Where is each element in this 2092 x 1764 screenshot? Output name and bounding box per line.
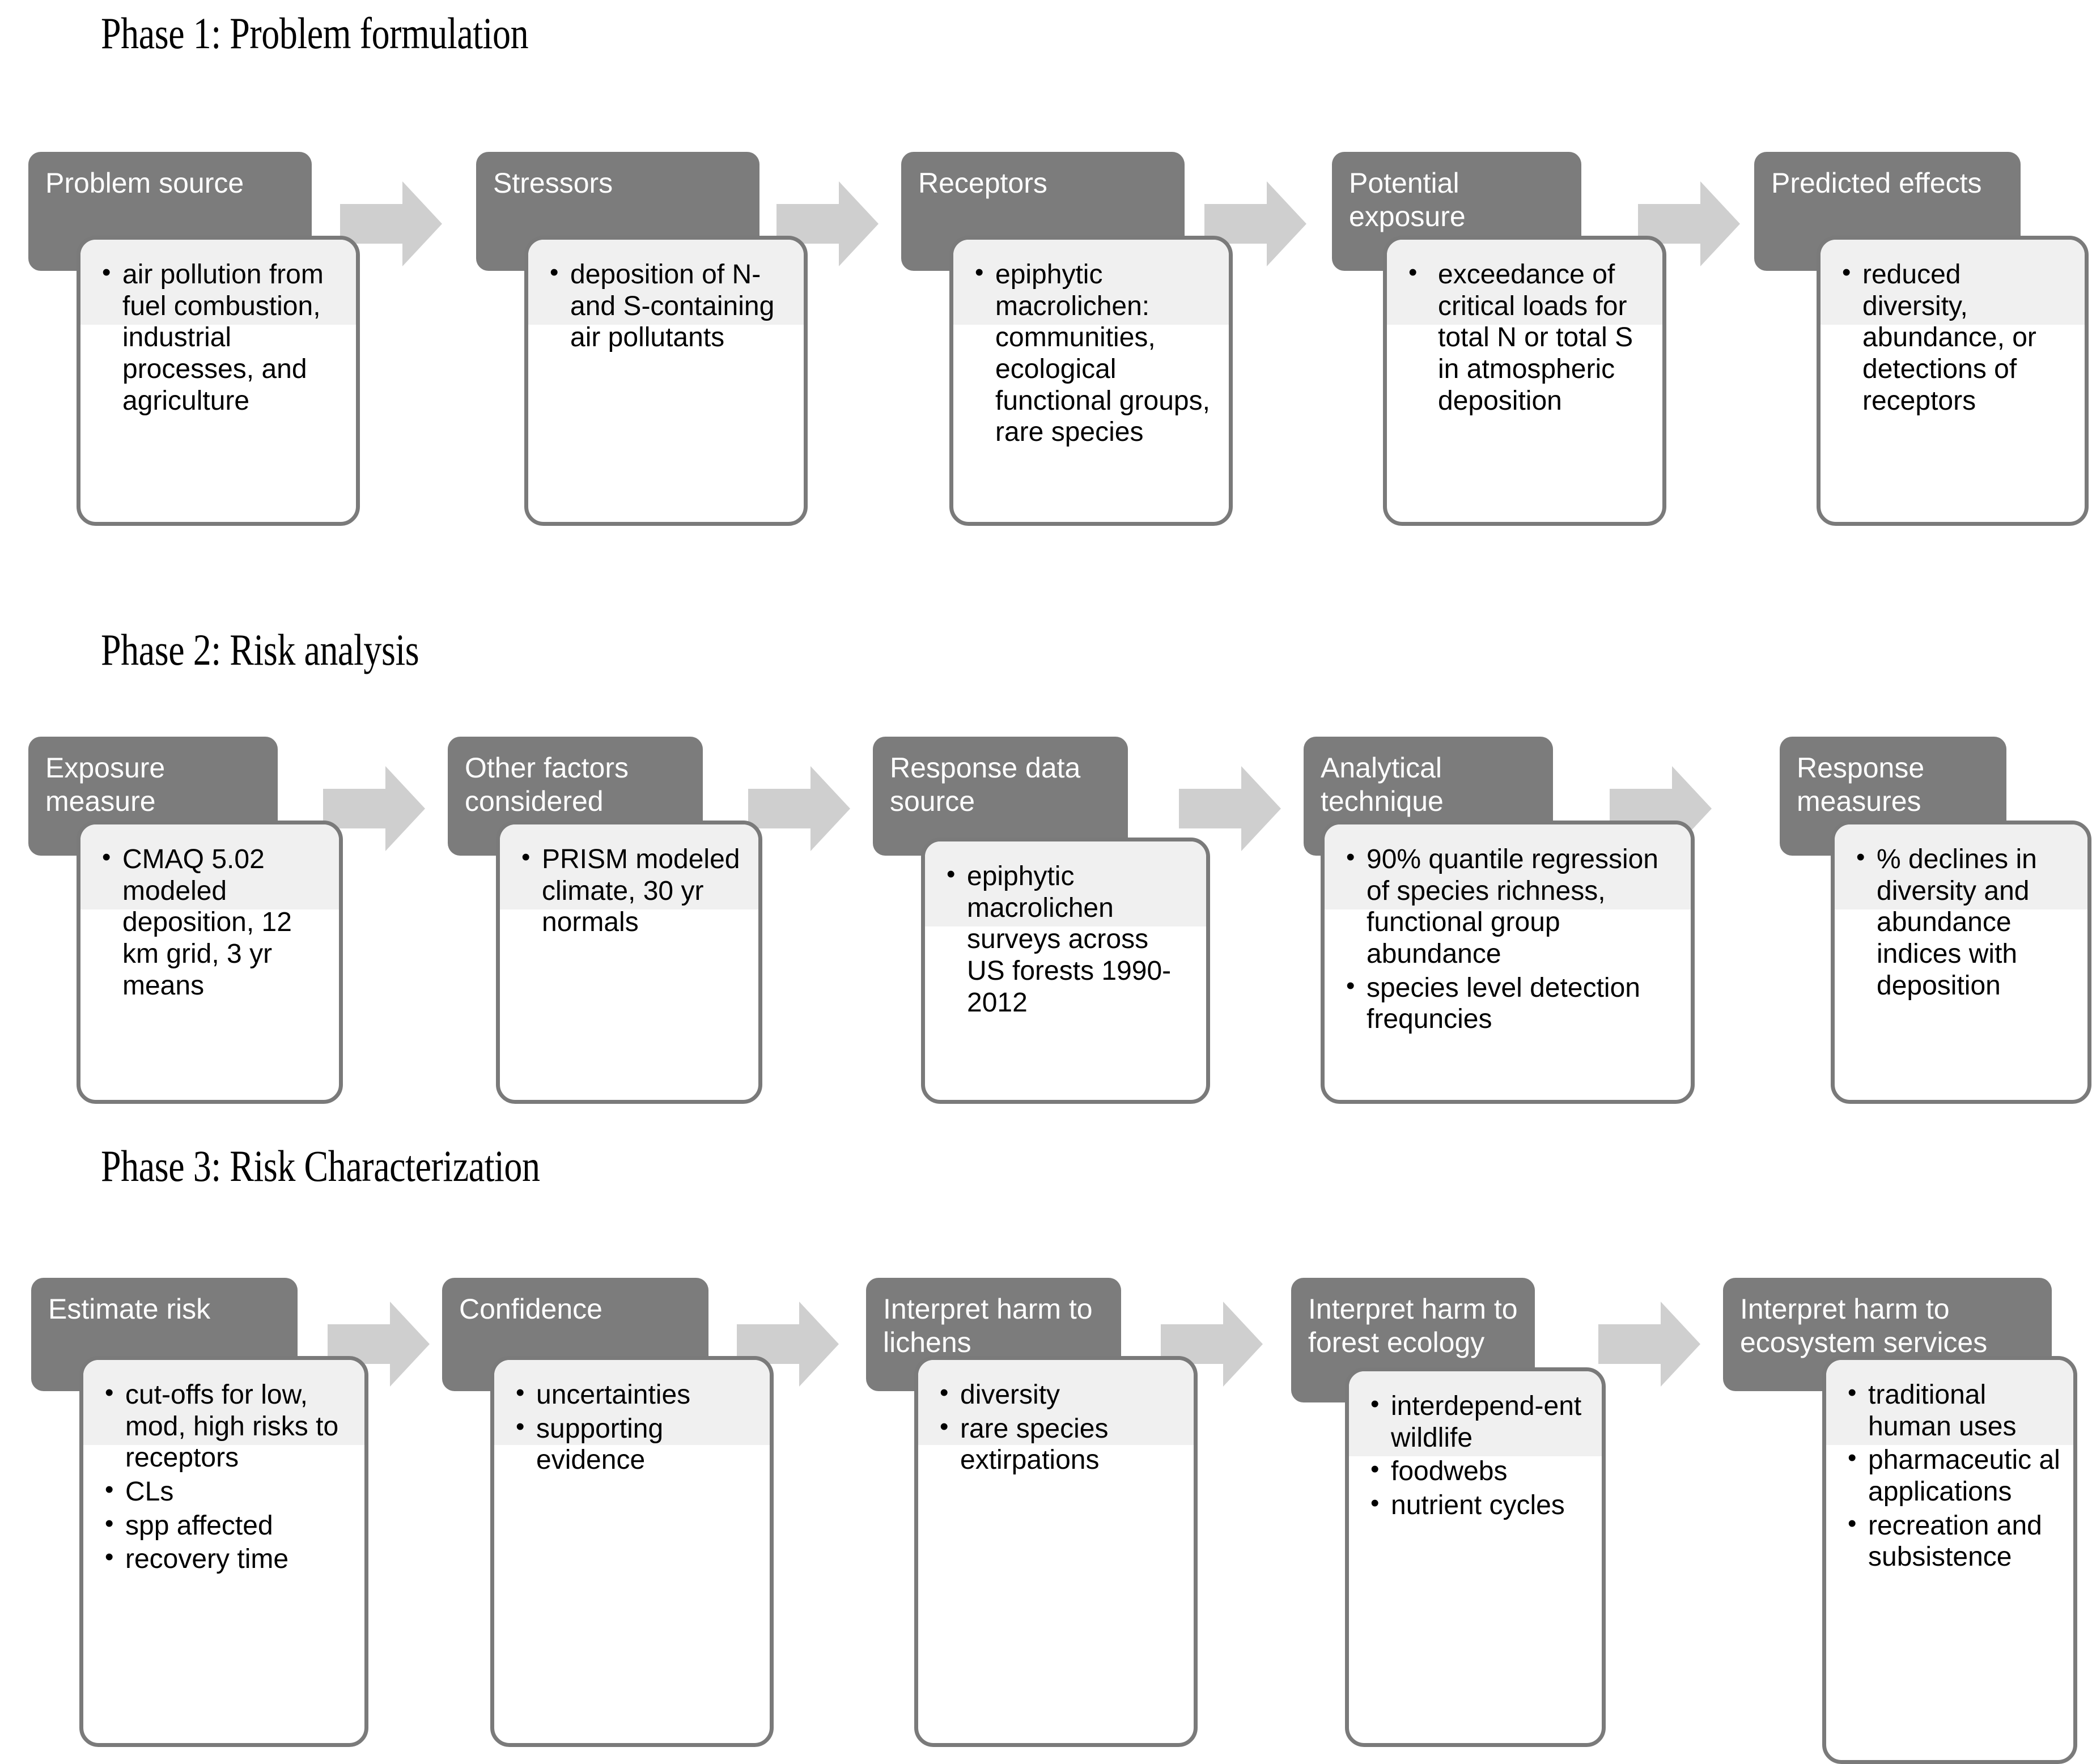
step-header-label: Exposure measure (45, 752, 166, 817)
arrow-icon (323, 766, 425, 851)
list-item: rare species extirpations (937, 1412, 1181, 1476)
bullet-list: cut-offs for low, mod, high risks to rec… (83, 1360, 364, 1589)
bullet-list: traditional human uses pharmaceutic al a… (1826, 1360, 2073, 1587)
list-item: species level detection frequncies (1344, 971, 1678, 1035)
step-header-label: Response data source (890, 752, 1081, 817)
step-body-exposure-measure: CMAQ 5.02 modeled deposition, 12 km grid… (77, 821, 343, 1104)
step-body-predicted-effects: reduced diversity, abundance, or detecti… (1817, 236, 2089, 526)
step-body-response-measures: % declines in diversity and abundance in… (1831, 821, 2091, 1104)
step-body-stressors: deposition of N- and S-containing air po… (524, 236, 808, 526)
list-item: interdepend-ent wildlife (1368, 1389, 1589, 1453)
list-item: diversity (937, 1378, 1181, 1411)
phase-1-title: Phase 1: Problem formulation (101, 8, 529, 58)
list-item: CMAQ 5.02 modeled deposition, 12 km grid… (100, 843, 326, 1001)
step-header-label: Interpret harm to ecosystem services (1740, 1293, 1988, 1358)
list-item: nutrient cycles (1368, 1489, 1589, 1521)
arrow-icon (1204, 181, 1306, 266)
step-header-label: Problem source (45, 167, 244, 199)
list-item: reduced diversity, abundance, or detecti… (1840, 258, 2072, 416)
bullet-list: interdepend-ent wildlife foodwebs nutrie… (1349, 1371, 1602, 1535)
step-header-label: Predicted effects (1771, 167, 1982, 199)
list-item: traditional human uses (1845, 1378, 2061, 1442)
bullet-list: epiphytic macrolichen: communities, ecol… (953, 240, 1229, 462)
bullet-list: deposition of N- and S-containing air po… (528, 240, 804, 367)
step-header-label: Estimate risk (48, 1293, 211, 1325)
arrow-icon (748, 766, 850, 851)
arrow-icon (737, 1302, 839, 1387)
step-body-potential-exposure: exceedance of critical loads for total N… (1383, 236, 1666, 526)
list-item: deposition of N- and S-containing air po… (548, 258, 791, 354)
step-body-receptors: epiphytic macrolichen: communities, ecol… (949, 236, 1233, 526)
step-body-interpret-harm-forest-ecology: interdepend-ent wildlife foodwebs nutrie… (1345, 1367, 1606, 1747)
step-header-label: Confidence (459, 1293, 602, 1325)
phase-1-row: Problem source air pollution from fuel c… (0, 152, 2092, 605)
step-body-response-data-source: epiphytic macrolichen surveys across US … (921, 838, 1210, 1104)
list-item: foodwebs (1368, 1455, 1589, 1487)
phase-3-row: Estimate risk cut-offs for low, mod, hig… (0, 1278, 2092, 1764)
step-header-label: Potential exposure (1349, 167, 1466, 232)
list-item: supporting evidence (514, 1412, 757, 1476)
list-item: epiphytic macrolichen: communities, ecol… (973, 258, 1216, 448)
list-item: exceedance of critical loads for total N… (1406, 258, 1650, 416)
list-item: epiphytic macrolichen surveys across US … (944, 860, 1194, 1018)
arrow-icon (776, 181, 879, 266)
arrow-icon (340, 181, 442, 266)
list-item: % declines in diversity and abundance in… (1854, 843, 2075, 1001)
list-item: CLs (103, 1475, 352, 1508)
step-header-label: Response measures (1797, 752, 1925, 817)
list-item: recreation and subsistence (1845, 1509, 2061, 1573)
step-header-label: Interpret harm to lichens (883, 1293, 1093, 1358)
step-body-problem-source: air pollution from fuel combustion, indu… (77, 236, 360, 526)
bullet-list: CMAQ 5.02 modeled deposition, 12 km grid… (80, 824, 339, 1015)
list-item: spp affected (103, 1509, 352, 1542)
list-item: PRISM modeled climate, 30 yr normals (519, 843, 746, 938)
phase-3-title: Phase 3: Risk Characterization (101, 1141, 540, 1191)
list-item: air pollution from fuel combustion, indu… (100, 258, 343, 416)
bullet-list: % declines in diversity and abundance in… (1835, 824, 2087, 1015)
step-header-label: Interpret harm to forest ecology (1308, 1293, 1518, 1358)
step-header-label: Other factors considered (465, 752, 629, 817)
bullet-list: uncertainties supporting evidence (494, 1360, 770, 1490)
bullet-list: reduced diversity, abundance, or detecti… (1821, 240, 2085, 430)
list-item: recovery time (103, 1542, 352, 1575)
arrow-icon (1638, 181, 1740, 266)
bullet-list: air pollution from fuel combustion, indu… (80, 240, 356, 430)
step-body-interpret-harm-lichens: diversity rare species extirpations (914, 1356, 1198, 1747)
step-header-label: Stressors (493, 167, 613, 199)
bullet-list: PRISM modeled climate, 30 yr normals (500, 824, 758, 952)
step-body-confidence: uncertainties supporting evidence (490, 1356, 774, 1747)
step-body-interpret-harm-ecosystem-services: traditional human uses pharmaceutic al a… (1822, 1356, 2077, 1764)
step-header-label: Analytical technique (1321, 752, 1444, 817)
step-header-response-data-source: Response data source (873, 737, 1128, 856)
list-item: pharmaceutic al applications (1845, 1443, 2061, 1507)
arrow-icon (1598, 1302, 1700, 1387)
step-body-other-factors: PRISM modeled climate, 30 yr normals (496, 821, 762, 1104)
step-body-analytical-technique: 90% quantile regression of species richn… (1321, 821, 1695, 1104)
arrow-icon (1161, 1302, 1263, 1387)
bullet-list: diversity rare species extirpations (918, 1360, 1194, 1490)
phase-2-row: Exposure measure CMAQ 5.02 modeled depos… (0, 737, 2092, 1150)
arrow-icon (328, 1302, 430, 1387)
arrow-icon (1179, 766, 1281, 851)
list-item: 90% quantile regression of species richn… (1344, 843, 1678, 970)
phase-2-title: Phase 2: Risk analysis (101, 625, 419, 674)
list-item: uncertainties (514, 1378, 757, 1411)
bullet-list: exceedance of critical loads for total N… (1387, 240, 1662, 430)
step-body-estimate-risk: cut-offs for low, mod, high risks to rec… (79, 1356, 368, 1747)
step-header-label: Receptors (918, 167, 1047, 199)
bullet-list: 90% quantile regression of species richn… (1325, 824, 1691, 1049)
bullet-list: epiphytic macrolichen surveys across US … (925, 841, 1206, 1032)
list-item: cut-offs for low, mod, high risks to rec… (103, 1378, 352, 1474)
